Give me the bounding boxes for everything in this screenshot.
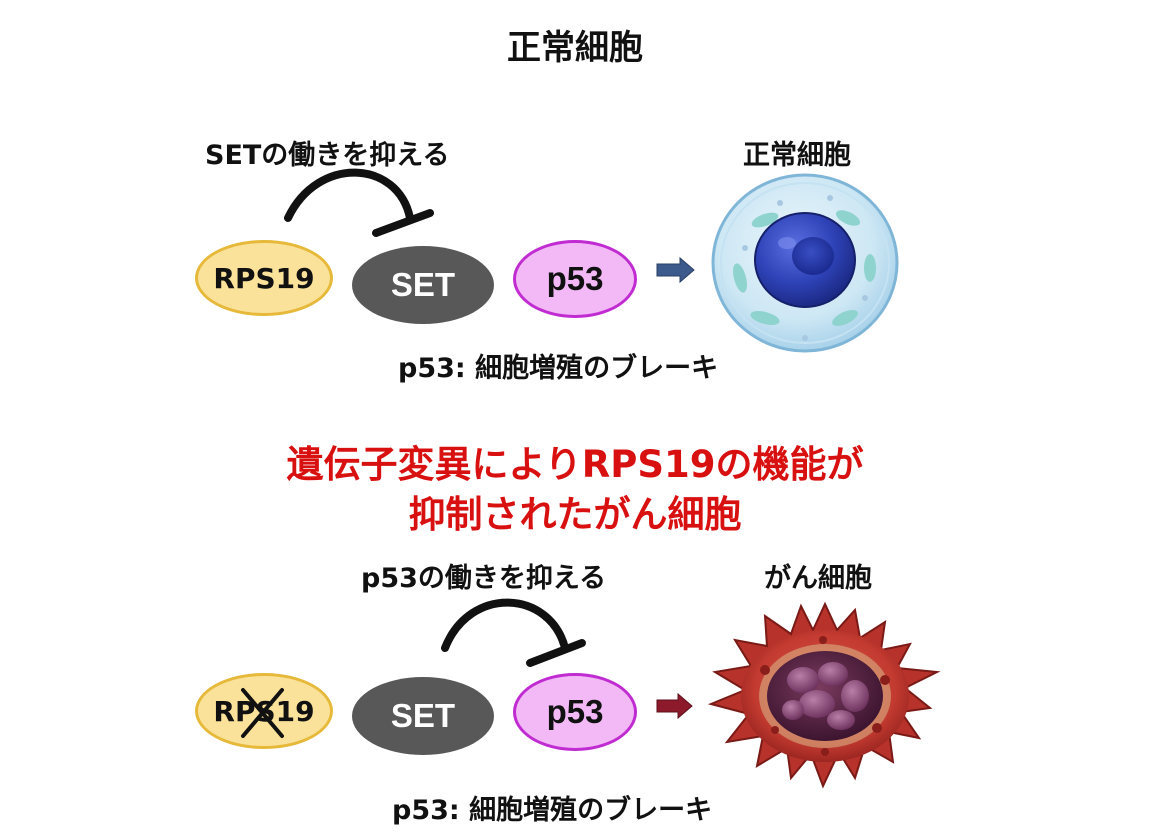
cancer-cell-illustration (707, 601, 941, 789)
page-title: 正常細胞 (507, 28, 643, 68)
p53-node-cancer: p53 (513, 673, 637, 751)
inhibit-set-label: SETの働きを抑える (205, 140, 450, 171)
headline-line-2: 抑制されたがん細胞 (408, 493, 742, 536)
cancer-headline: 遺伝子変異によりRPS19の機能が 抑制されたがん細胞 (0, 440, 1150, 540)
arrow-to-cancer-cell (656, 692, 693, 720)
p53-label: p53 (546, 693, 604, 730)
inhibition-bar-p53 (526, 639, 586, 667)
set-label: SET (390, 266, 456, 303)
inhibit-p53-label: p53の働きを抑える (361, 563, 607, 594)
set-label: SET (390, 697, 456, 734)
set-node-normal: SET (352, 246, 494, 324)
rps19-node-cancer: RPS19 (195, 673, 333, 749)
set-node-cancer: SET (352, 677, 494, 755)
cancer-cell-label: がん細胞 (764, 563, 872, 594)
inhibition-arc-rps19-set (284, 168, 414, 222)
p53-caption-cancer: p53: 細胞増殖のブレーキ (392, 795, 713, 826)
inhibition-bar-set (372, 209, 434, 237)
headline-line-1: 遺伝子変異によりRPS19の機能が (286, 443, 864, 486)
inhibition-arc-set-p53 (441, 598, 569, 652)
normal-cell-label: 正常細胞 (743, 140, 851, 171)
normal-cell-illustration (711, 173, 899, 353)
arrow-to-normal-cell (656, 256, 695, 284)
rps19-node-normal: RPS19 (195, 240, 333, 316)
rps19-label: RPS19 (213, 261, 315, 295)
p53-node-normal: p53 (513, 240, 637, 318)
p53-caption-normal: p53: 細胞増殖のブレーキ (398, 353, 719, 384)
p53-label: p53 (546, 260, 604, 297)
